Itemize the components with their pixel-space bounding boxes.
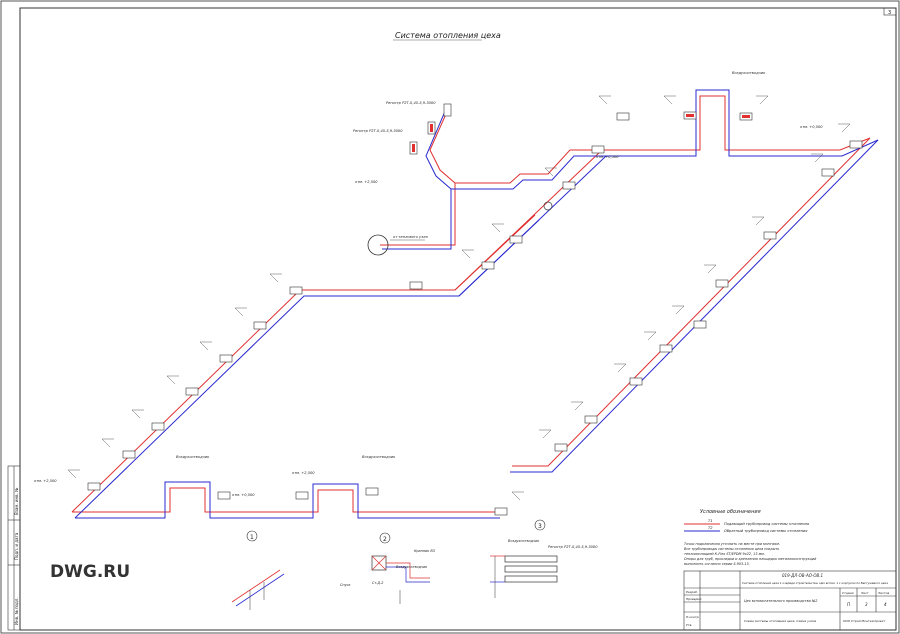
heat-point-symbol — [367, 234, 389, 256]
detail-2 — [371, 555, 430, 604]
detail-callouts — [246, 519, 546, 544]
callout-3: 3 — [538, 523, 542, 530]
tb-sheet-name: Цех вспомогательного производства №2 — [744, 599, 817, 603]
note-5: выполнить согласно серии 5.903-13. — [684, 562, 750, 566]
radiators — [87, 103, 863, 516]
tb-sheets: 4 — [884, 602, 887, 607]
tb-head-sheets: Листов — [877, 591, 889, 595]
tb-head-stage: Стадия — [842, 591, 854, 595]
register-label-1: Регистр Р2Т-0,45-5,9-3000 — [386, 101, 436, 105]
elevation-4: отм. +0,500 — [232, 493, 255, 497]
legend-code-2: Т2 — [708, 526, 713, 530]
detail2-sub: Кранник ВЗ — [414, 549, 436, 553]
note-3: теплоизоляцией К-Flex ST/EPDM 9x22, 13 м… — [684, 552, 765, 556]
legend-text-2: Обратный трубопровод системы отопления — [724, 529, 808, 533]
tb-role-1: Разраб. — [686, 590, 698, 594]
tb-role-2: Проверил — [686, 597, 701, 601]
note-4: Опоры для труб, прокладки и крепления пл… — [684, 557, 817, 561]
tb-sheet: 3 — [865, 602, 868, 607]
tb-project: Система отопления цеха 1 очереди строите… — [742, 581, 888, 585]
legend-code-1: Т1 — [708, 519, 712, 523]
elevation-2: отм. +2,500 — [34, 479, 57, 483]
stamp-sign: Подп. и дата — [14, 532, 19, 560]
elevation-5: отм. +0,500 — [596, 155, 619, 159]
tb-doc-code: 019-ДЛ-ОВ-АО-ОВ.1 — [782, 573, 823, 578]
tb-role-4: Утв. — [686, 623, 692, 627]
drawing-title: Система отопления цеха — [395, 31, 501, 40]
register-label-3: Регистр Р2Т-0,45-5,9-3000 — [548, 545, 598, 549]
legend-title: Условные обозначения — [700, 509, 761, 515]
detail2-drain: Спуск — [340, 583, 351, 587]
side-stamp — [7, 465, 21, 631]
tb-role-3: Н.контр. — [686, 615, 699, 619]
leader-lines — [67, 95, 851, 501]
tb-head-sheet: Лист — [860, 591, 869, 595]
heat-point-label: от теплового узла — [393, 235, 428, 239]
watermark: DWG.RU — [50, 562, 130, 582]
register-label-2: Регистр Р2Т-0,45-5,9-3000 — [353, 129, 403, 133]
sheet-frame — [19, 7, 897, 631]
detail-3 — [490, 555, 558, 598]
vent-label-2: Воздухоотводчик — [362, 455, 396, 459]
register-marks — [412, 114, 750, 152]
elevation-1: отм. +2,500 — [355, 180, 378, 184]
detail2-vent-label: Воздухоотводчик — [396, 565, 428, 569]
detail3-vent-label: Воздухоотводчик — [508, 539, 540, 543]
vent-label-3: Воздухоотводчик — [732, 71, 766, 75]
tb-company: ООО Строй Монтажпроект — [843, 619, 886, 623]
title-block — [683, 570, 897, 631]
detail2-cleanout: Ст.Д-2 — [372, 581, 383, 585]
vent-label-1: Воздухоотводчик — [176, 455, 210, 459]
note-1: Точки подключения уточнить на месте при … — [684, 542, 780, 546]
callout-2: 2 — [383, 536, 387, 543]
valve-symbol — [543, 201, 553, 211]
callout-1: 1 — [250, 534, 254, 541]
note-2: Все трубопроводы системы отопления цеха … — [684, 547, 779, 551]
tb-drawing-name: Схема системы отопления цеха. Схема узло… — [744, 619, 816, 623]
legend-swatches — [684, 523, 720, 532]
stamp-inv: Инв. № подл. — [14, 597, 19, 625]
return-pipe — [74, 89, 879, 519]
sheet-number: 3 — [888, 10, 891, 16]
stamp-replace: Взам. инв. № — [14, 488, 19, 515]
elevation-3: отм. +2,500 — [292, 471, 315, 475]
detail-1 — [231, 569, 285, 610]
supply-pipe — [71, 95, 871, 513]
legend-text-1: Подающий трубопровод системы отопления — [724, 522, 810, 526]
elevation-6: отм. +0,500 — [800, 125, 823, 129]
tb-stage: П — [847, 602, 850, 607]
